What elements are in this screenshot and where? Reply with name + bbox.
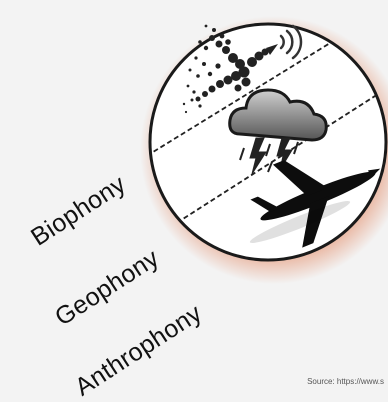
- soundscape-diagram: Biophony Geophony Anthrophony Source: ht…: [0, 0, 388, 388]
- soundscape-circle: [150, 24, 386, 260]
- source-note: Source: https://www.s: [307, 377, 384, 386]
